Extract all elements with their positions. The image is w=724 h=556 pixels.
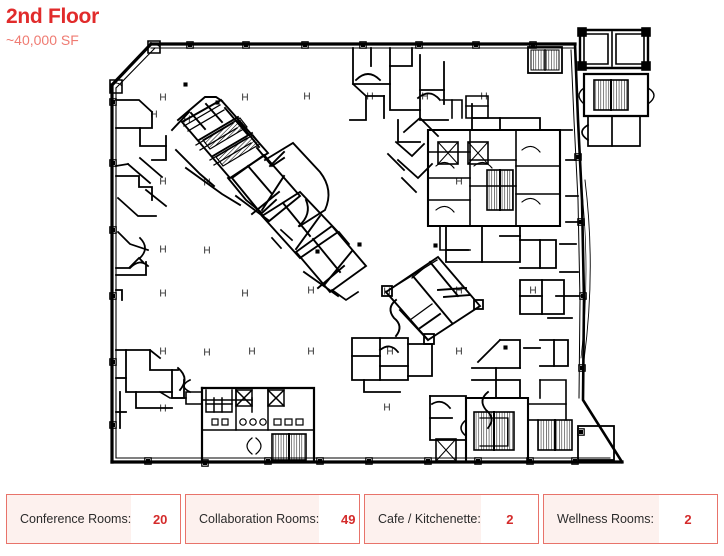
stat-value-cafe-kitchenette: 2 — [480, 495, 538, 543]
stat-value-collaboration-rooms: 49 — [319, 495, 359, 543]
stat-label-conference-rooms: Conference Rooms: — [20, 512, 132, 526]
stat-cell-cafe-kitchenette: Cafe / Kitchenette: 2 — [364, 494, 539, 544]
stat-cell-collaboration-rooms: Collaboration Rooms: 49 — [185, 494, 360, 544]
stat-label-collaboration-rooms: Collaboration Rooms: — [199, 512, 320, 526]
page-title: 2nd Floor — [6, 5, 99, 28]
plan-header: 2nd Floor ~40,000 SF — [6, 4, 99, 49]
stat-cell-wellness-rooms: Wellness Rooms: 2 — [543, 494, 718, 544]
stat-value-wellness-rooms: 2 — [659, 495, 717, 543]
floor-plan-drawing — [109, 27, 655, 467]
floor-area-label: ~40,000 SF — [6, 32, 79, 48]
stat-label-cafe-kitchenette: Cafe / Kitchenette: — [378, 512, 481, 526]
floor-plan-svg — [109, 27, 655, 467]
stat-label-wellness-rooms: Wellness Rooms: — [557, 512, 655, 526]
stat-cell-conference-rooms: Conference Rooms: 20 — [6, 494, 181, 544]
room-stats-bar: Conference Rooms: 20 Collaboration Rooms… — [6, 494, 718, 544]
stat-value-conference-rooms: 20 — [131, 495, 180, 543]
